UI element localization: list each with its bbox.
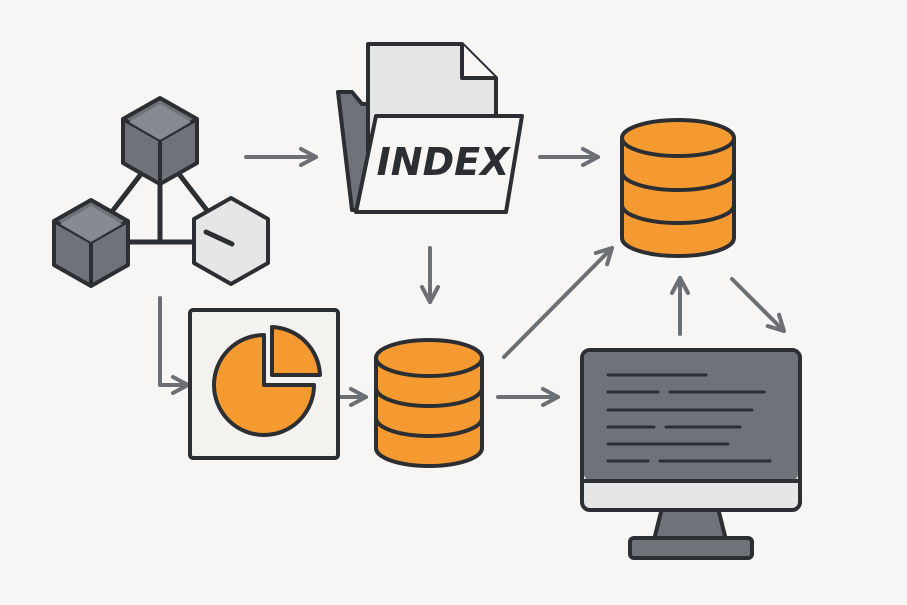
arrow-network-to-pie: [158, 296, 190, 395]
code-lines: [606, 373, 772, 463]
pie-chart-icon: [188, 308, 340, 460]
folder-front: [354, 114, 524, 214]
monitor-stand: [652, 506, 728, 542]
cube-top-icon: [121, 96, 199, 186]
database-top-icon: [620, 118, 736, 258]
pie-main-slice: [212, 333, 316, 437]
arrows: [158, 147, 786, 407]
monitor-screen: [584, 352, 798, 480]
pie-cut-slice: [270, 325, 322, 377]
index-folder-icon: INDEX: [336, 42, 524, 214]
monitor-code-icon: [580, 348, 802, 560]
cube-network-icon: [52, 96, 270, 288]
cube-left-icon: [52, 198, 130, 288]
arrow-database-center-to-database-top: [502, 246, 614, 359]
document-fold: [460, 44, 496, 80]
arrow-database-top-to-monitor: [730, 277, 786, 333]
database-center-icon: [374, 338, 484, 468]
monitor-base: [628, 536, 754, 560]
folder-label: INDEX: [377, 140, 511, 184]
